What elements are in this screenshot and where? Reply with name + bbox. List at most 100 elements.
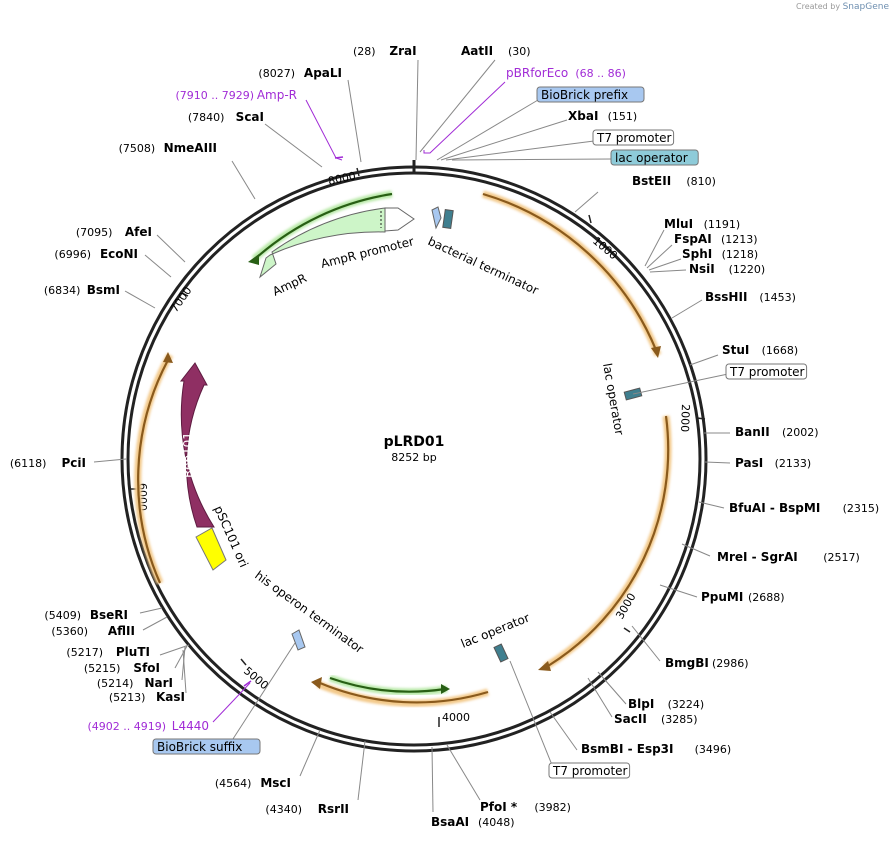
site-position: (3285) xyxy=(661,713,698,726)
site-position: (1213) xyxy=(721,233,758,246)
tick-mark xyxy=(623,627,631,633)
site-position: (1453) xyxy=(759,291,796,304)
site-name: PciI xyxy=(62,456,87,470)
site-name: KasI xyxy=(156,690,185,704)
site-position: (810) xyxy=(686,175,716,188)
green-arc-2 xyxy=(329,676,446,693)
site-label: BioBrick prefix xyxy=(541,88,628,102)
site-label: T7 promoter xyxy=(552,764,628,778)
site-name: MluI xyxy=(664,217,693,231)
site-name: SphI xyxy=(682,247,712,261)
site-bsmbi-esp3i: (3496) BsmBI - Esp3I xyxy=(581,742,731,756)
feature-arrowhead xyxy=(163,352,173,363)
site-position: (68 .. 86) xyxy=(575,67,626,80)
lac-operator-feature xyxy=(442,208,454,230)
site-name: BsmBI - Esp3I xyxy=(581,742,673,756)
site-t7-promoter: T7 promoter xyxy=(592,129,675,146)
site-t7-promoter: T7 promoter xyxy=(548,762,631,779)
site-name: MreI - SgrAI xyxy=(717,550,798,564)
site-name: ZraI xyxy=(389,44,416,58)
site-pluti: (5217) PluTI xyxy=(66,645,150,659)
site-bfuai-bspmi: (2315) BfuAI - BspMI xyxy=(729,501,879,515)
site-ppumi: (2688)PpuMI xyxy=(701,590,785,604)
feature-arrowhead xyxy=(651,346,661,358)
primer-mark xyxy=(334,156,344,159)
bacterial-terminator-label: bacterial terminator xyxy=(426,234,541,298)
site-position: (3496) xyxy=(695,743,732,756)
snapgene-credit: Created by SnapGene xyxy=(796,2,889,12)
site-name: PluTI xyxy=(116,645,150,659)
feature-arrowhead xyxy=(441,684,450,694)
site-position: (4048) xyxy=(478,816,515,829)
feature-arc-1 xyxy=(482,192,658,351)
tick-label-8000: 8000 xyxy=(327,169,357,188)
lac-operator-label-1: lac operator xyxy=(600,362,626,436)
site-zrai: (28)ZraI xyxy=(353,44,417,58)
site-bsshii: (1453) BssHII xyxy=(705,290,796,304)
tick-mark xyxy=(356,167,360,177)
site-position: (5213) xyxy=(109,691,146,704)
credit-prefix: Created by xyxy=(796,2,841,11)
site-name: RsrII xyxy=(318,802,349,816)
site-rsrii: (4340)RsrII xyxy=(265,802,349,816)
site-name: NarI xyxy=(144,676,173,690)
site-position: (3982) xyxy=(534,801,571,814)
label-box xyxy=(610,149,699,166)
site-pfoi: (3982)PfoI * xyxy=(480,800,571,814)
site-position: (2133) xyxy=(775,457,812,470)
site-position: (5214) xyxy=(97,677,134,690)
site-name: BsaAI xyxy=(431,815,469,829)
site-position: (5217) xyxy=(66,646,103,659)
site-name: FspAI xyxy=(674,232,712,246)
feature-arrowhead xyxy=(538,661,551,671)
site-pasi: (2133)PasI xyxy=(735,456,811,470)
psc101-ori-feature xyxy=(195,527,227,571)
site-position: (2002) xyxy=(782,426,819,439)
site-mlui: (1191)MluI xyxy=(664,217,740,231)
site-name: NmeAIII xyxy=(164,141,217,155)
feature-arc-2 xyxy=(547,415,670,667)
site-bsmi: (6834)BsmI xyxy=(44,283,120,297)
site-amp-r: (7910 .. 7929)Amp-R xyxy=(175,88,297,102)
site-t7-promoter: T7 promoter xyxy=(725,363,808,380)
site-kasi: (5213) KasI xyxy=(109,690,185,704)
lac-operator-label-2: lac operator xyxy=(459,611,532,651)
snapgene-logo: SnapGene xyxy=(842,2,889,12)
rep101-feature xyxy=(179,362,215,528)
site-stui: (1668)StuI xyxy=(722,343,798,357)
site-position: (1218) xyxy=(722,248,759,261)
site-position: (5215) xyxy=(84,662,121,675)
site-bseri: (5409)BseRI xyxy=(44,608,128,622)
label-box xyxy=(592,129,675,146)
site-name: BfuAI - BspMI xyxy=(729,501,820,515)
his-operon-terminator-feature xyxy=(291,629,306,651)
site-nsii: (1220)NsiI xyxy=(689,262,765,276)
site-scai: (7840)ScaI xyxy=(188,110,264,124)
site-position: (6118) xyxy=(10,457,47,470)
site-name: BssHII xyxy=(705,290,747,304)
site-pbrforeco: (68 .. 86)pBRforEco xyxy=(506,66,626,80)
ampr-label: AmpR xyxy=(270,271,308,299)
site-labels: (28)ZraI (30)AatII (68 .. 86)pBRforEcoBioB… xyxy=(10,44,879,829)
label-box xyxy=(548,762,631,779)
feature-arc-4 xyxy=(137,359,169,584)
site-apali: (8027)ApaLI xyxy=(258,66,342,80)
site-fspai: (1213) FspAI xyxy=(674,232,758,246)
site-afei: (7095)AfeI xyxy=(76,225,152,239)
site-blpi: (3224)BlpI xyxy=(628,697,704,711)
site-label: lac operator xyxy=(615,151,688,165)
tick-mark xyxy=(696,417,706,420)
site-name: AflII xyxy=(108,624,135,638)
site-name: BlpI xyxy=(628,697,654,711)
site-banii: (2002)BanII xyxy=(735,425,819,439)
site-position: (2315) xyxy=(843,502,880,515)
biobrick-prefix-feature xyxy=(431,206,442,230)
site-position: (1220) xyxy=(729,263,766,276)
site-biobrick-suffix: BioBrick suffix xyxy=(152,738,261,755)
site-position: (7840) xyxy=(188,111,225,124)
ampr-promoter-label: AmpR promoter xyxy=(319,234,415,271)
site-aatii: (30)AatII xyxy=(461,44,531,58)
site-bsteii: (810)BstEII xyxy=(632,174,716,188)
site-position: (5360) xyxy=(51,625,88,638)
